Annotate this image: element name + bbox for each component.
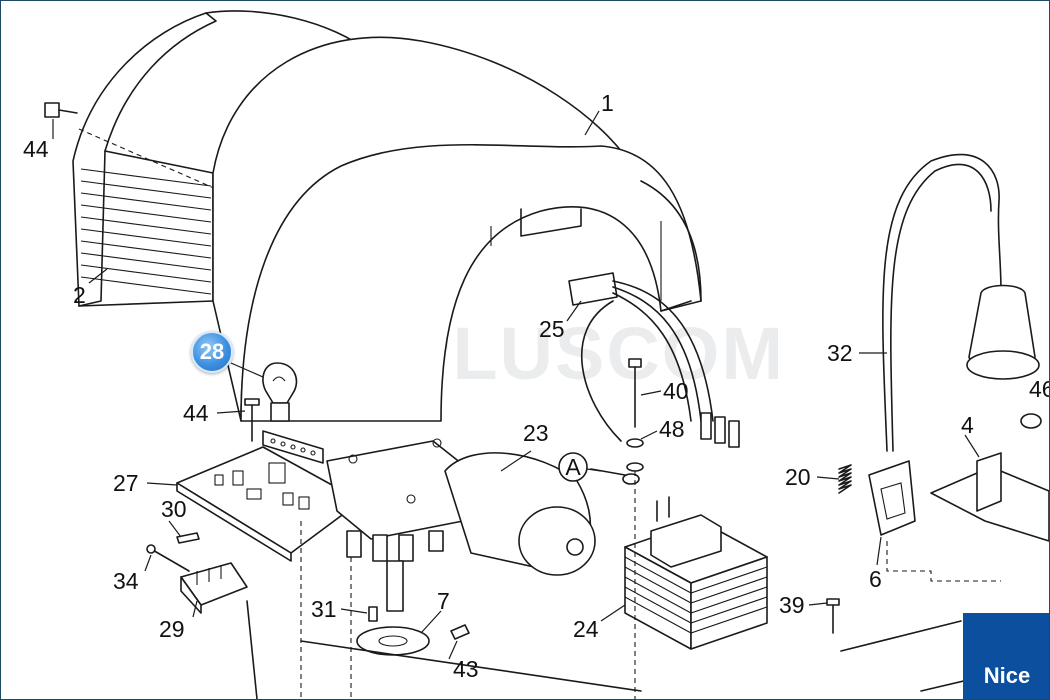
part-32-antenna-cable xyxy=(882,153,1002,452)
part-2-side-cover xyxy=(72,10,372,307)
highlight-badge-28[interactable]: 28 xyxy=(191,331,233,373)
callout-1: 1 xyxy=(601,90,614,116)
part-43-pin xyxy=(450,624,470,640)
callout-43: 43 xyxy=(453,656,479,682)
callout-6: 6 xyxy=(869,566,882,592)
callout-23: 23 xyxy=(523,420,549,446)
part-23-gear-motor xyxy=(326,438,596,612)
callout-32: 32 xyxy=(827,340,853,366)
part-34-screw xyxy=(146,544,190,572)
callout-31: 31 xyxy=(311,596,337,622)
callout-30: 30 xyxy=(161,496,187,522)
callout-4: 4 xyxy=(961,412,974,438)
callout-46: 46 xyxy=(1029,376,1049,402)
callout-29: 29 xyxy=(159,616,185,642)
connector-a: A xyxy=(558,452,602,482)
part-1-dome-cover xyxy=(212,36,702,422)
callout-2: 2 xyxy=(73,282,86,308)
part-31-screw xyxy=(368,606,378,622)
part-30-fuse xyxy=(176,532,200,544)
callout-24: 24 xyxy=(573,616,599,642)
part-28-bulb xyxy=(262,362,298,422)
part-4-base-plate xyxy=(930,452,1049,542)
callout-20: 20 xyxy=(785,464,811,490)
part-6-release-bracket xyxy=(868,460,916,536)
callout-44-board: 44 xyxy=(183,400,209,426)
callout-7: 7 xyxy=(437,588,450,614)
watermark-text: PLUSCOM xyxy=(401,312,785,395)
part-7-flange xyxy=(356,626,430,656)
connector-a-label: A xyxy=(565,454,581,480)
callout-48: 48 xyxy=(659,416,685,442)
part-40-bolt xyxy=(628,358,642,428)
leader-lines xyxy=(52,110,980,660)
part-44-screw-board xyxy=(244,398,260,442)
brand-logo: Nice xyxy=(963,613,1049,699)
callout-25: 25 xyxy=(539,316,565,342)
callout-27: 27 xyxy=(113,470,139,496)
part-25-wiring-harness xyxy=(568,272,740,448)
part-lamp-cap xyxy=(966,284,1040,380)
part-48-washer xyxy=(626,438,644,472)
part-46-nut xyxy=(1020,413,1042,429)
part-24-transformer xyxy=(624,496,768,650)
callout-numbers: 1 2 4 6 7 20 23 24 25 27 29 30 31 32 34 … xyxy=(23,90,1049,682)
part-27-control-board xyxy=(176,430,362,562)
part-29-terminal-block xyxy=(180,562,248,614)
callout-44-top: 44 xyxy=(23,136,49,162)
callout-40: 40 xyxy=(663,378,689,404)
part-20-spring xyxy=(838,464,852,494)
part-39-screw xyxy=(826,598,840,634)
part-44-screw-top xyxy=(44,102,78,118)
callout-39: 39 xyxy=(779,592,805,618)
callout-34: 34 xyxy=(113,568,139,594)
